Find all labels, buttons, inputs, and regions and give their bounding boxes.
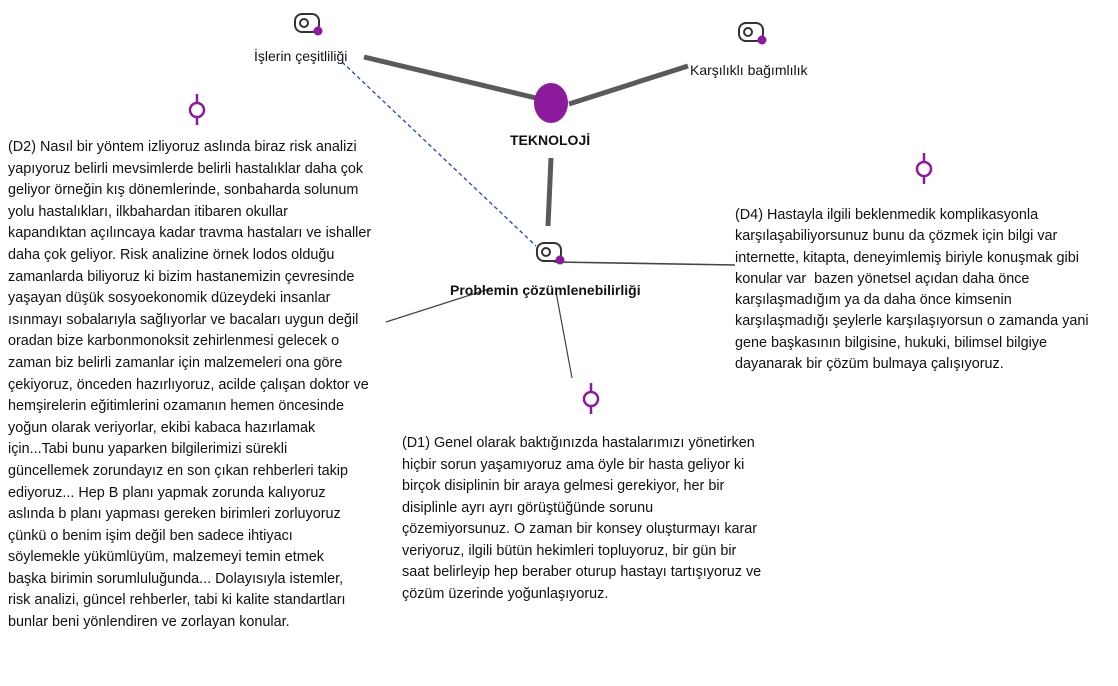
edge-analyzability-d2 — [385, 287, 493, 323]
quote-d2[interactable]: (D2) Nasıl bir yöntem izliyoruz aslında … — [8, 139, 372, 631]
code-node-icon[interactable] — [294, 13, 323, 36]
quotation-pin-icon[interactable] — [915, 153, 933, 184]
quotation-pin-icon[interactable] — [188, 94, 206, 125]
node-label-interdependence[interactable]: Karşılıklı bağımlılık — [690, 62, 808, 78]
edge-analyzability-d1 — [555, 291, 573, 379]
edge-center-interdependence — [568, 63, 689, 107]
code-node-icon[interactable] — [738, 22, 767, 45]
edge-variety-analyzability-dashed — [341, 61, 537, 247]
center-node-circle[interactable] — [534, 83, 568, 123]
quote-d4[interactable]: (D4) Hastayla ilgili beklenmedik komplik… — [735, 207, 1089, 373]
node-label-center[interactable]: TEKNOLOJİ — [510, 132, 591, 148]
edge-center-analyzability — [545, 157, 554, 227]
edge-analyzability-d4 — [553, 261, 736, 266]
node-label-variety[interactable]: İşlerin çeşitliliği — [254, 48, 348, 64]
code-node-icon[interactable] — [536, 242, 565, 265]
quotation-pin-icon[interactable] — [582, 383, 600, 414]
node-label-analyzability[interactable]: Problemin çözümlenebilirliği — [450, 282, 641, 298]
quote-d1[interactable]: (D1) Genel olarak baktığınızda hastaları… — [402, 435, 762, 602]
edge-center-variety — [363, 54, 537, 101]
